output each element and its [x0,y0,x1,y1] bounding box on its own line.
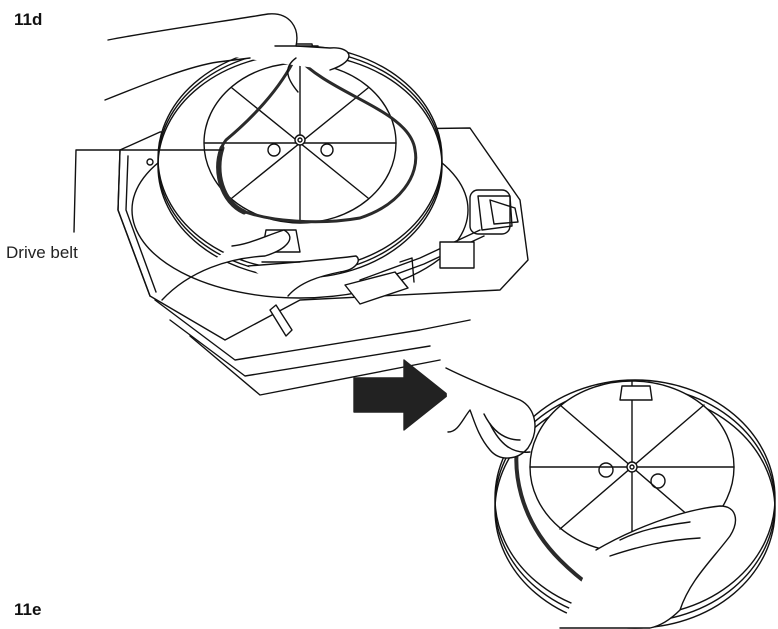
platter-flipped [494,379,776,629]
hand-right-11e [559,505,737,629]
hand-top [104,13,350,101]
hand-left-11e [445,367,536,459]
callout-drive-belt: Drive belt [6,243,78,262]
callout-leader [73,149,223,233]
hand-bottom [161,229,359,301]
drive-belt [216,54,418,224]
tonearm [269,189,519,337]
right-arrow-icon [353,359,449,431]
step-label-11e: 11e [14,600,42,619]
step-label-11d: 11d [14,10,43,29]
